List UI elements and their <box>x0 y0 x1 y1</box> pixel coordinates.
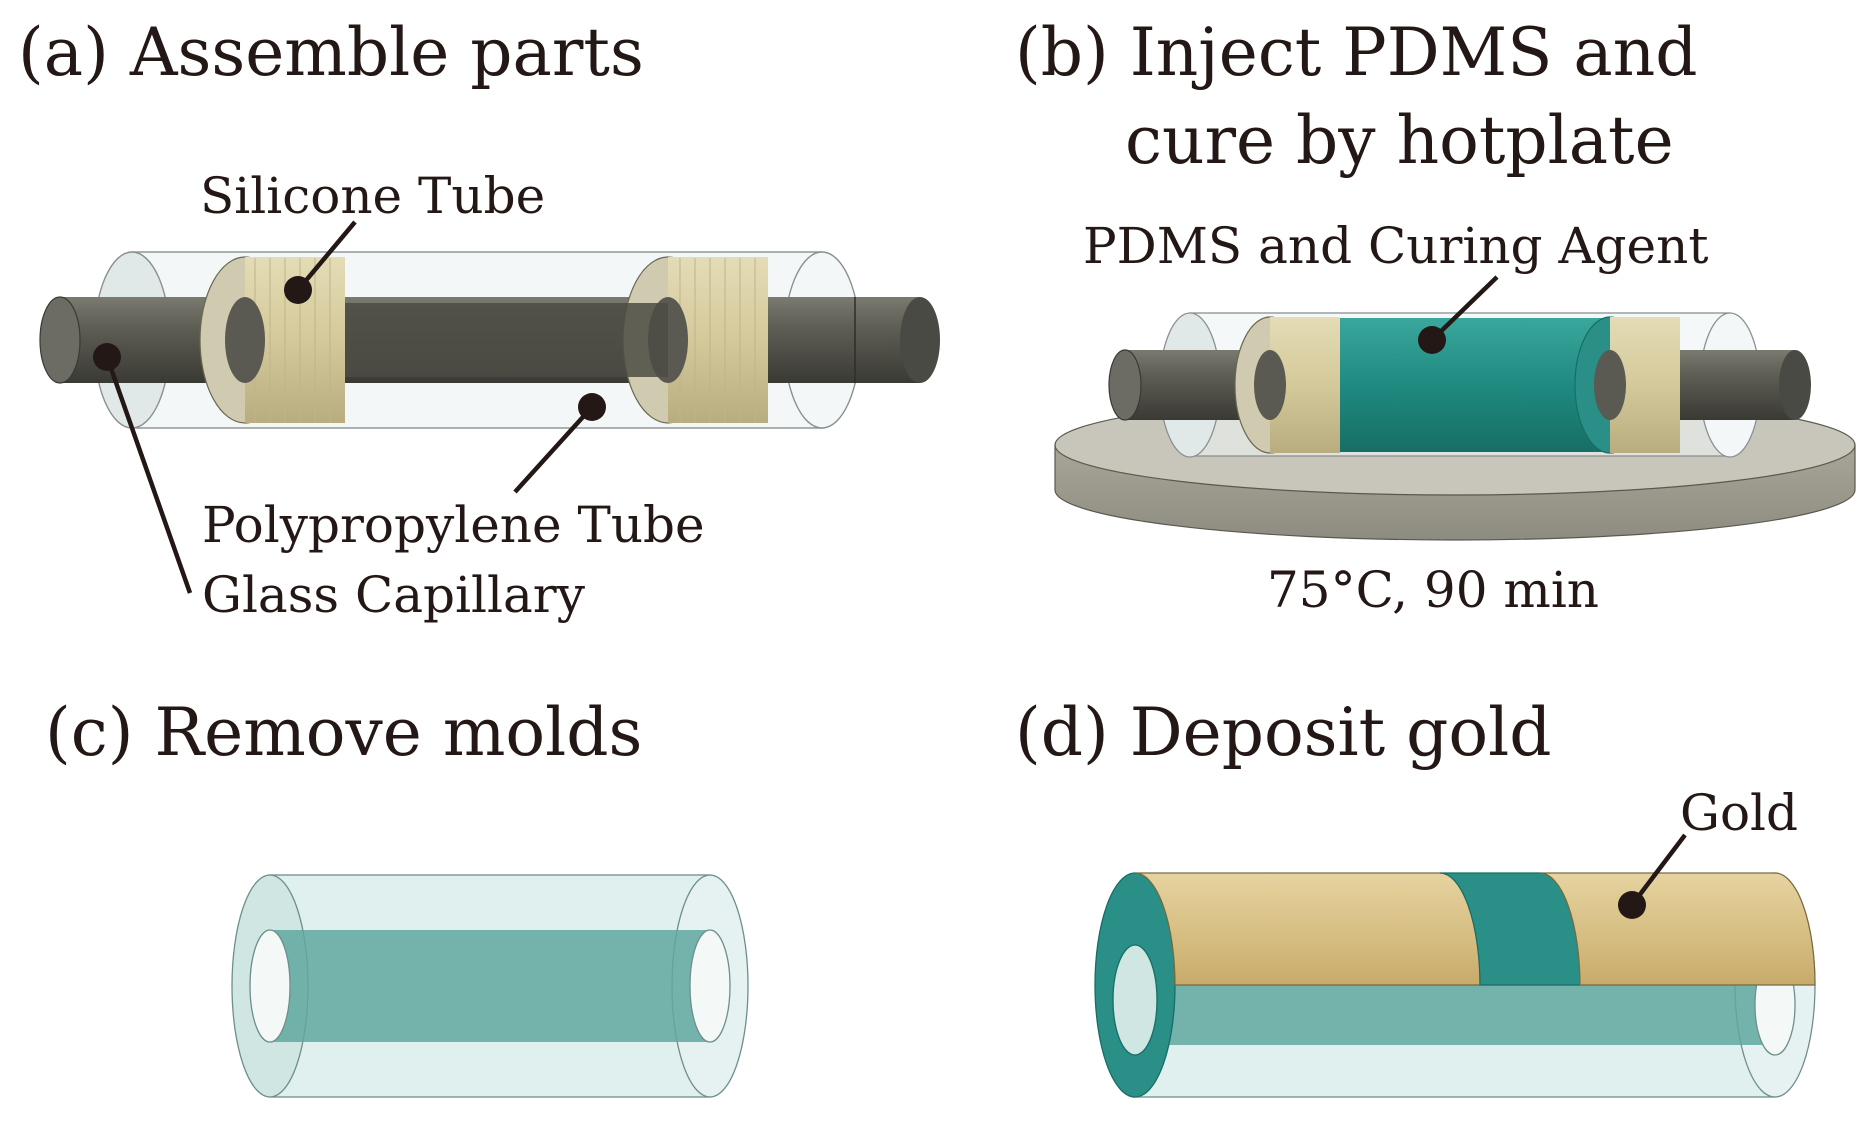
leader-gold <box>1618 833 1687 919</box>
panel-a-title: (a) Assemble parts <box>18 14 644 91</box>
label-silicone-tube: Silicone Tube <box>200 167 545 225</box>
assembly-illustration <box>39 251 940 429</box>
label-pdms: PDMS and Curing Agent <box>1083 217 1708 275</box>
polypropylene-inner-tube <box>345 303 668 377</box>
label-cure-condition: 75°C, 90 min <box>1267 561 1599 619</box>
pdms-fill <box>1330 318 1610 452</box>
mold-assembly-with-pdms <box>1108 312 1811 458</box>
panel-b-title-line1: (b) Inject PDMS and <box>1015 14 1698 91</box>
panel-b: (b) Inject PDMS and cure by hotplate <box>1015 14 1856 619</box>
panel-c-title: (c) Remove molds <box>45 694 642 771</box>
panel-a: (a) Assemble parts <box>18 14 940 624</box>
silicone-tube-left <box>199 256 345 424</box>
pdms-tube-illustration <box>231 874 749 1098</box>
leader-polypropylene-tube <box>513 393 606 494</box>
gold-coated-tube <box>1094 872 1816 1098</box>
panel-b-title-line2: cure by hotplate <box>1125 102 1674 179</box>
label-glass-capillary: Glass Capillary <box>202 566 586 624</box>
panel-d: (d) Deposit gold Gold <box>1015 694 1816 1098</box>
panel-c: (c) Remove molds <box>45 694 749 1098</box>
leader-silicone-tube <box>284 220 357 304</box>
label-polypropylene-tube: Polypropylene Tube <box>202 496 705 554</box>
label-gold: Gold <box>1680 784 1798 842</box>
panel-d-title: (d) Deposit gold <box>1015 694 1552 771</box>
leader-glass-capillary <box>93 343 193 594</box>
leader-pdms <box>1418 275 1499 354</box>
